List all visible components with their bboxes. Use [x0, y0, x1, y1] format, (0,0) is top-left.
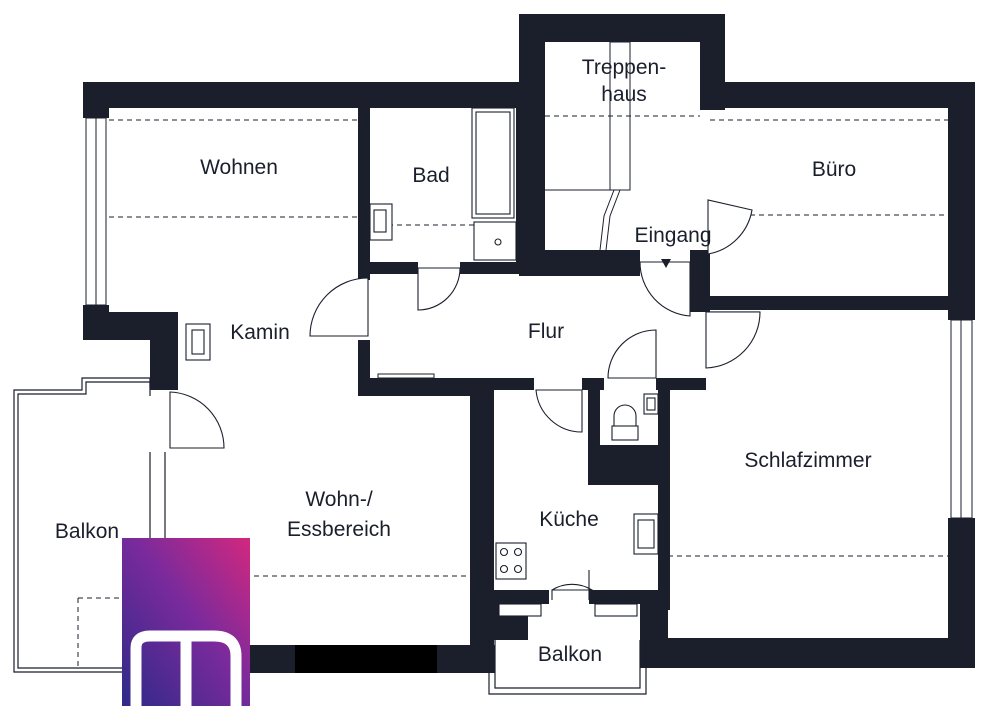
staircase [545, 41, 631, 251]
walls [83, 14, 975, 673]
label-kamin: Kamin [230, 321, 290, 344]
cooktop [495, 542, 527, 580]
label-wohnen: Wohnen [200, 156, 278, 179]
doors [169, 199, 761, 600]
toilet [613, 404, 637, 427]
label-flur: Flur [528, 320, 564, 343]
label-treppenhaus-line2: haus [601, 83, 647, 106]
label-kueche: Küche [539, 508, 599, 531]
label-treppenhaus-line1: Treppen- [582, 56, 666, 79]
label-balkon-sued: Balkon [538, 643, 602, 666]
entrance-arrow-icon [661, 259, 671, 268]
windows [85, 117, 973, 519]
label-schlafzimmer: Schlafzimmer [744, 449, 871, 472]
label-eingang: Eingang [634, 224, 711, 247]
label-wohn-essbereich-line1: Wohn-/ [305, 488, 372, 511]
m-logo-icon [122, 538, 250, 706]
label-buero: Büro [812, 158, 856, 181]
label-wohn-essbereich-line2: Essbereich [287, 518, 391, 541]
fixtures [185, 107, 659, 617]
room-labels: Treppen- haus Wohnen Bad Büro Eingang Ka… [55, 56, 872, 666]
label-bad: Bad [412, 164, 449, 187]
label-balkon-west: Balkon [55, 520, 119, 543]
